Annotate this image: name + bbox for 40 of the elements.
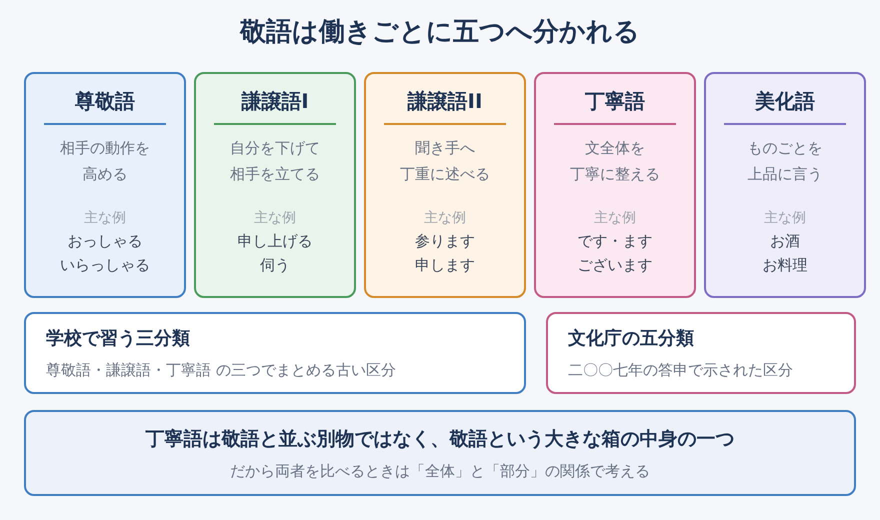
description-text: ものごとを上品に言う: [748, 138, 822, 185]
card-heading: 文化庁の五分類: [568, 327, 694, 351]
example-text: お料理: [762, 255, 808, 276]
example-text: 申し上げる: [238, 231, 312, 252]
examples-label: 主な例: [764, 209, 806, 228]
card-heading: 謙譲語II: [408, 88, 482, 115]
category-card: [364, 72, 526, 298]
note-banner: [24, 410, 856, 496]
description-text: 自分を下げて相手を立てる: [230, 138, 320, 185]
examples-label: 主な例: [424, 209, 466, 228]
description-text: 相手の動作を高める: [60, 138, 150, 185]
body-text: 尊敬語・謙譲語・丁寧語 の三つでまとめる古い区分: [46, 360, 396, 381]
body-text: だから両者を比べるときは「全体」と「部分」の関係で考える: [230, 461, 650, 482]
body-text: 二〇〇七年の答申で示された区分: [568, 360, 793, 381]
examples-label: 主な例: [84, 209, 126, 228]
example-text: です・ます: [578, 231, 652, 252]
info-card: [546, 312, 856, 394]
category-card: [24, 72, 186, 298]
example-text: ございます: [578, 255, 652, 276]
card-heading: 美化語: [755, 88, 815, 115]
example-text: 申します: [415, 255, 475, 276]
card-heading: 丁寧語: [585, 88, 645, 115]
category-card: [704, 72, 866, 298]
example-text: おっしゃる: [68, 231, 142, 252]
example-text: 伺う: [260, 255, 290, 276]
category-card: [534, 72, 696, 298]
card-heading: 謙譲語I: [241, 88, 309, 115]
category-card: [194, 72, 356, 298]
banner-heading: 丁寧語は敬語と並ぶ別物ではなく、敬語という大きな箱の中身の一つ: [146, 427, 734, 452]
card-heading: 尊敬語: [75, 88, 135, 115]
example-text: 参ります: [415, 231, 475, 252]
info-card: [24, 312, 526, 394]
description-text: 聞き手へ丁重に述べる: [400, 138, 490, 185]
description-text: 文全体を丁寧に整える: [570, 138, 660, 185]
example-text: いらっしゃる: [60, 255, 150, 276]
card-heading: 学校で習う三分類: [46, 327, 190, 351]
example-text: お酒: [770, 231, 800, 252]
diagram-title: 敬語は働きごとに五つへ分かれる: [240, 16, 640, 49]
examples-label: 主な例: [594, 209, 636, 228]
examples-label: 主な例: [254, 209, 296, 228]
